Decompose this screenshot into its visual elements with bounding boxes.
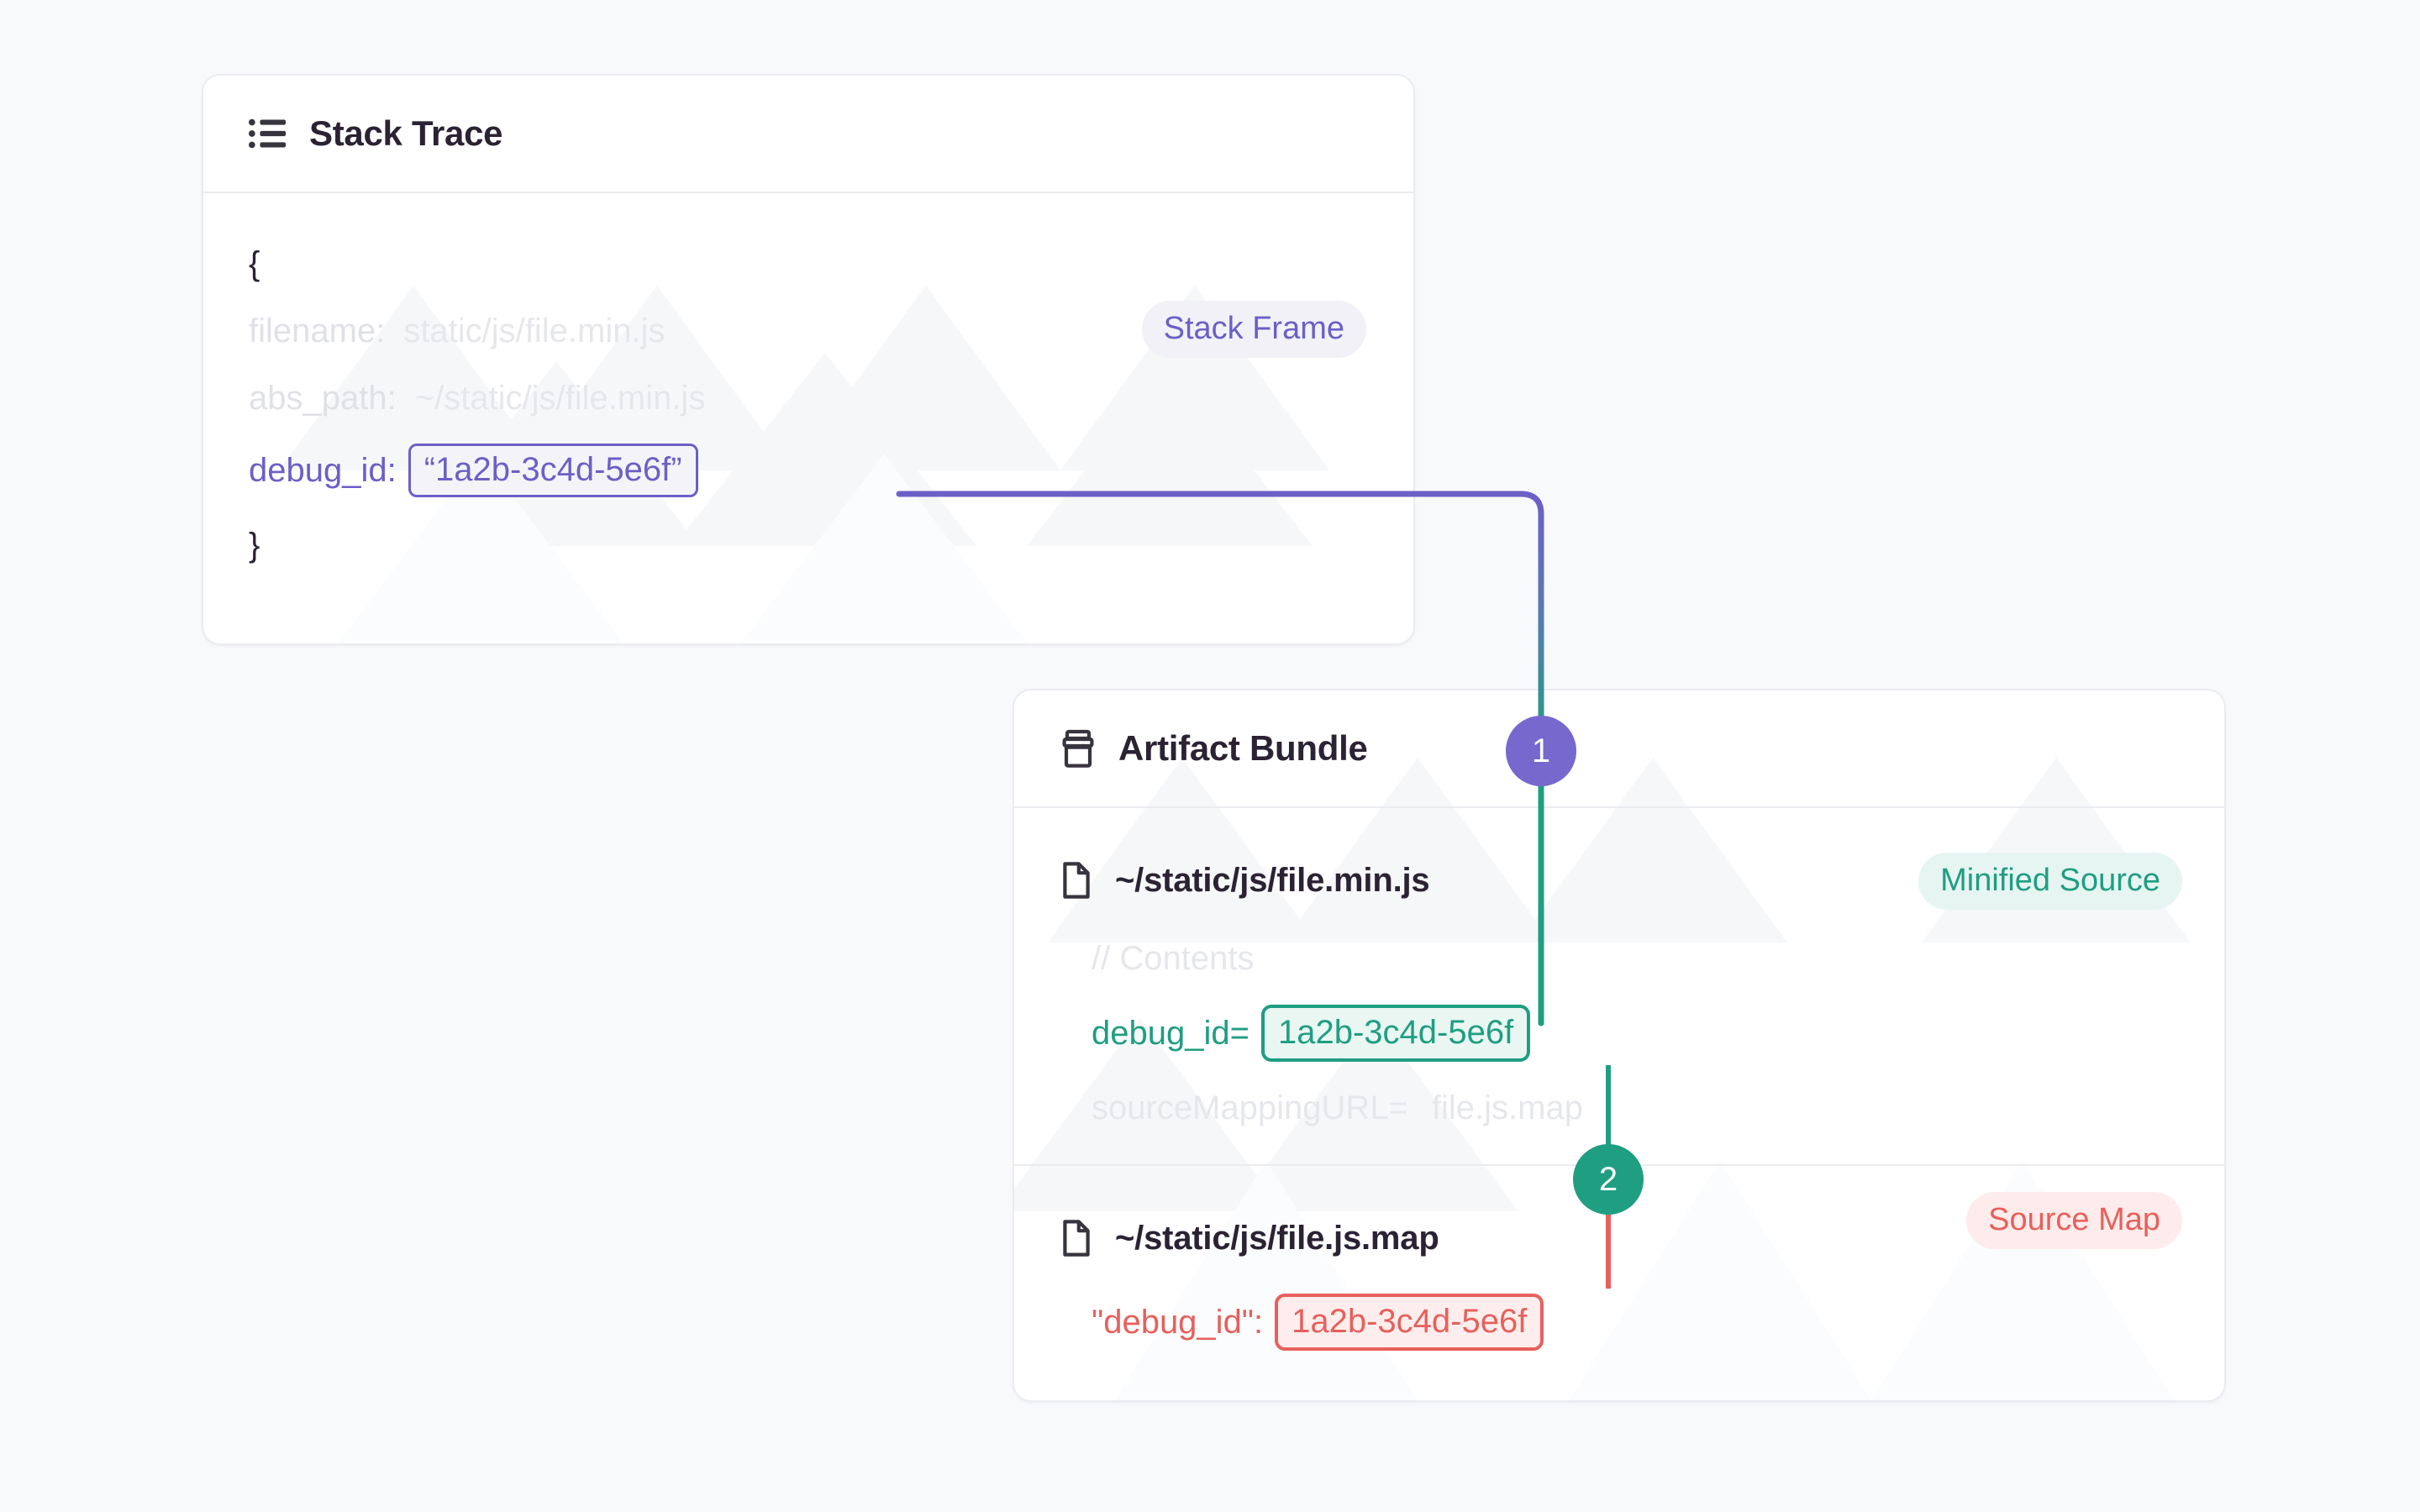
json-close-brace: } (249, 526, 260, 564)
page-title: Stack Trace (309, 113, 503, 153)
field-abs-path-value: ~/static/js/file.min.js (414, 379, 706, 417)
stack-trace-header: Stack Trace (203, 76, 1413, 193)
json-open-brace: { (249, 244, 260, 282)
minified-source-filename: ~/static/js/file.min.js (1115, 861, 1430, 899)
status-badge-minified-source: Minified Source (1918, 853, 2182, 910)
sourcemappingurl-value: file.js.map (1431, 1089, 1583, 1126)
sourcemappingurl-key: sourceMappingURL= (1092, 1089, 1408, 1126)
field-filename-key: filename: (249, 312, 386, 349)
source-map-debug-id-line: "debug_id": 1a2b-3c4d-5e6f (1014, 1282, 2224, 1362)
source-map-debug-id-key: "debug_id": (1092, 1303, 1264, 1341)
source-map-filename: ~/static/js/file.js.map (1115, 1219, 1439, 1257)
minified-source-debug-id-line: debug_id= 1a2b-3c4d-5e6f (1014, 993, 2224, 1074)
artifact-bundle-title: Artifact Bundle (1118, 728, 1368, 768)
file-icon (1060, 860, 1093, 900)
list-icon (249, 117, 287, 150)
field-debug-id: debug_id: “1a2b-3c4d-5e6f” (203, 432, 1413, 509)
minified-source-sourcemappingurl-line: sourceMappingURL= file.js.map (1014, 1074, 2224, 1142)
file-icon (1060, 1218, 1093, 1258)
minified-source-comment: // Contents (1092, 939, 1255, 977)
artifact-bundle-header: Artifact Bundle (1014, 690, 2224, 808)
minified-source-debug-id-chip[interactable]: 1a2b-3c4d-5e6f (1260, 1005, 1531, 1062)
artifact-bundle-card: Artifact Bundle ~/static/js/file.min.js … (1013, 689, 2226, 1402)
status-badge-source-map: Source Map (1966, 1192, 2182, 1249)
field-abs-path-key: abs_path: (249, 379, 397, 417)
stack-trace-debug-id-chip[interactable]: “1a2b-3c4d-5e6f” (408, 444, 698, 497)
minified-source-debug-id-key: debug_id= (1092, 1014, 1249, 1052)
step-marker-2[interactable]: 2 (1573, 1144, 1644, 1215)
field-debug-id-key: debug_id: (249, 451, 397, 489)
stack-trace-body: { filename: static/js/file.min.js abs_pa… (203, 193, 1413, 581)
source-map-debug-id-chip[interactable]: 1a2b-3c4d-5e6f (1275, 1294, 1544, 1351)
field-abs-path: abs_path: ~/static/js/file.min.js (203, 365, 1413, 432)
field-filename-value: static/js/file.min.js (403, 312, 666, 349)
status-badge-stack-frame: Stack Frame (1141, 301, 1366, 358)
step-marker-1[interactable]: 1 (1506, 716, 1576, 786)
bundle-icon (1060, 728, 1097, 769)
stack-trace-card: Stack Trace { filename: static/js/file.m… (202, 74, 1415, 645)
